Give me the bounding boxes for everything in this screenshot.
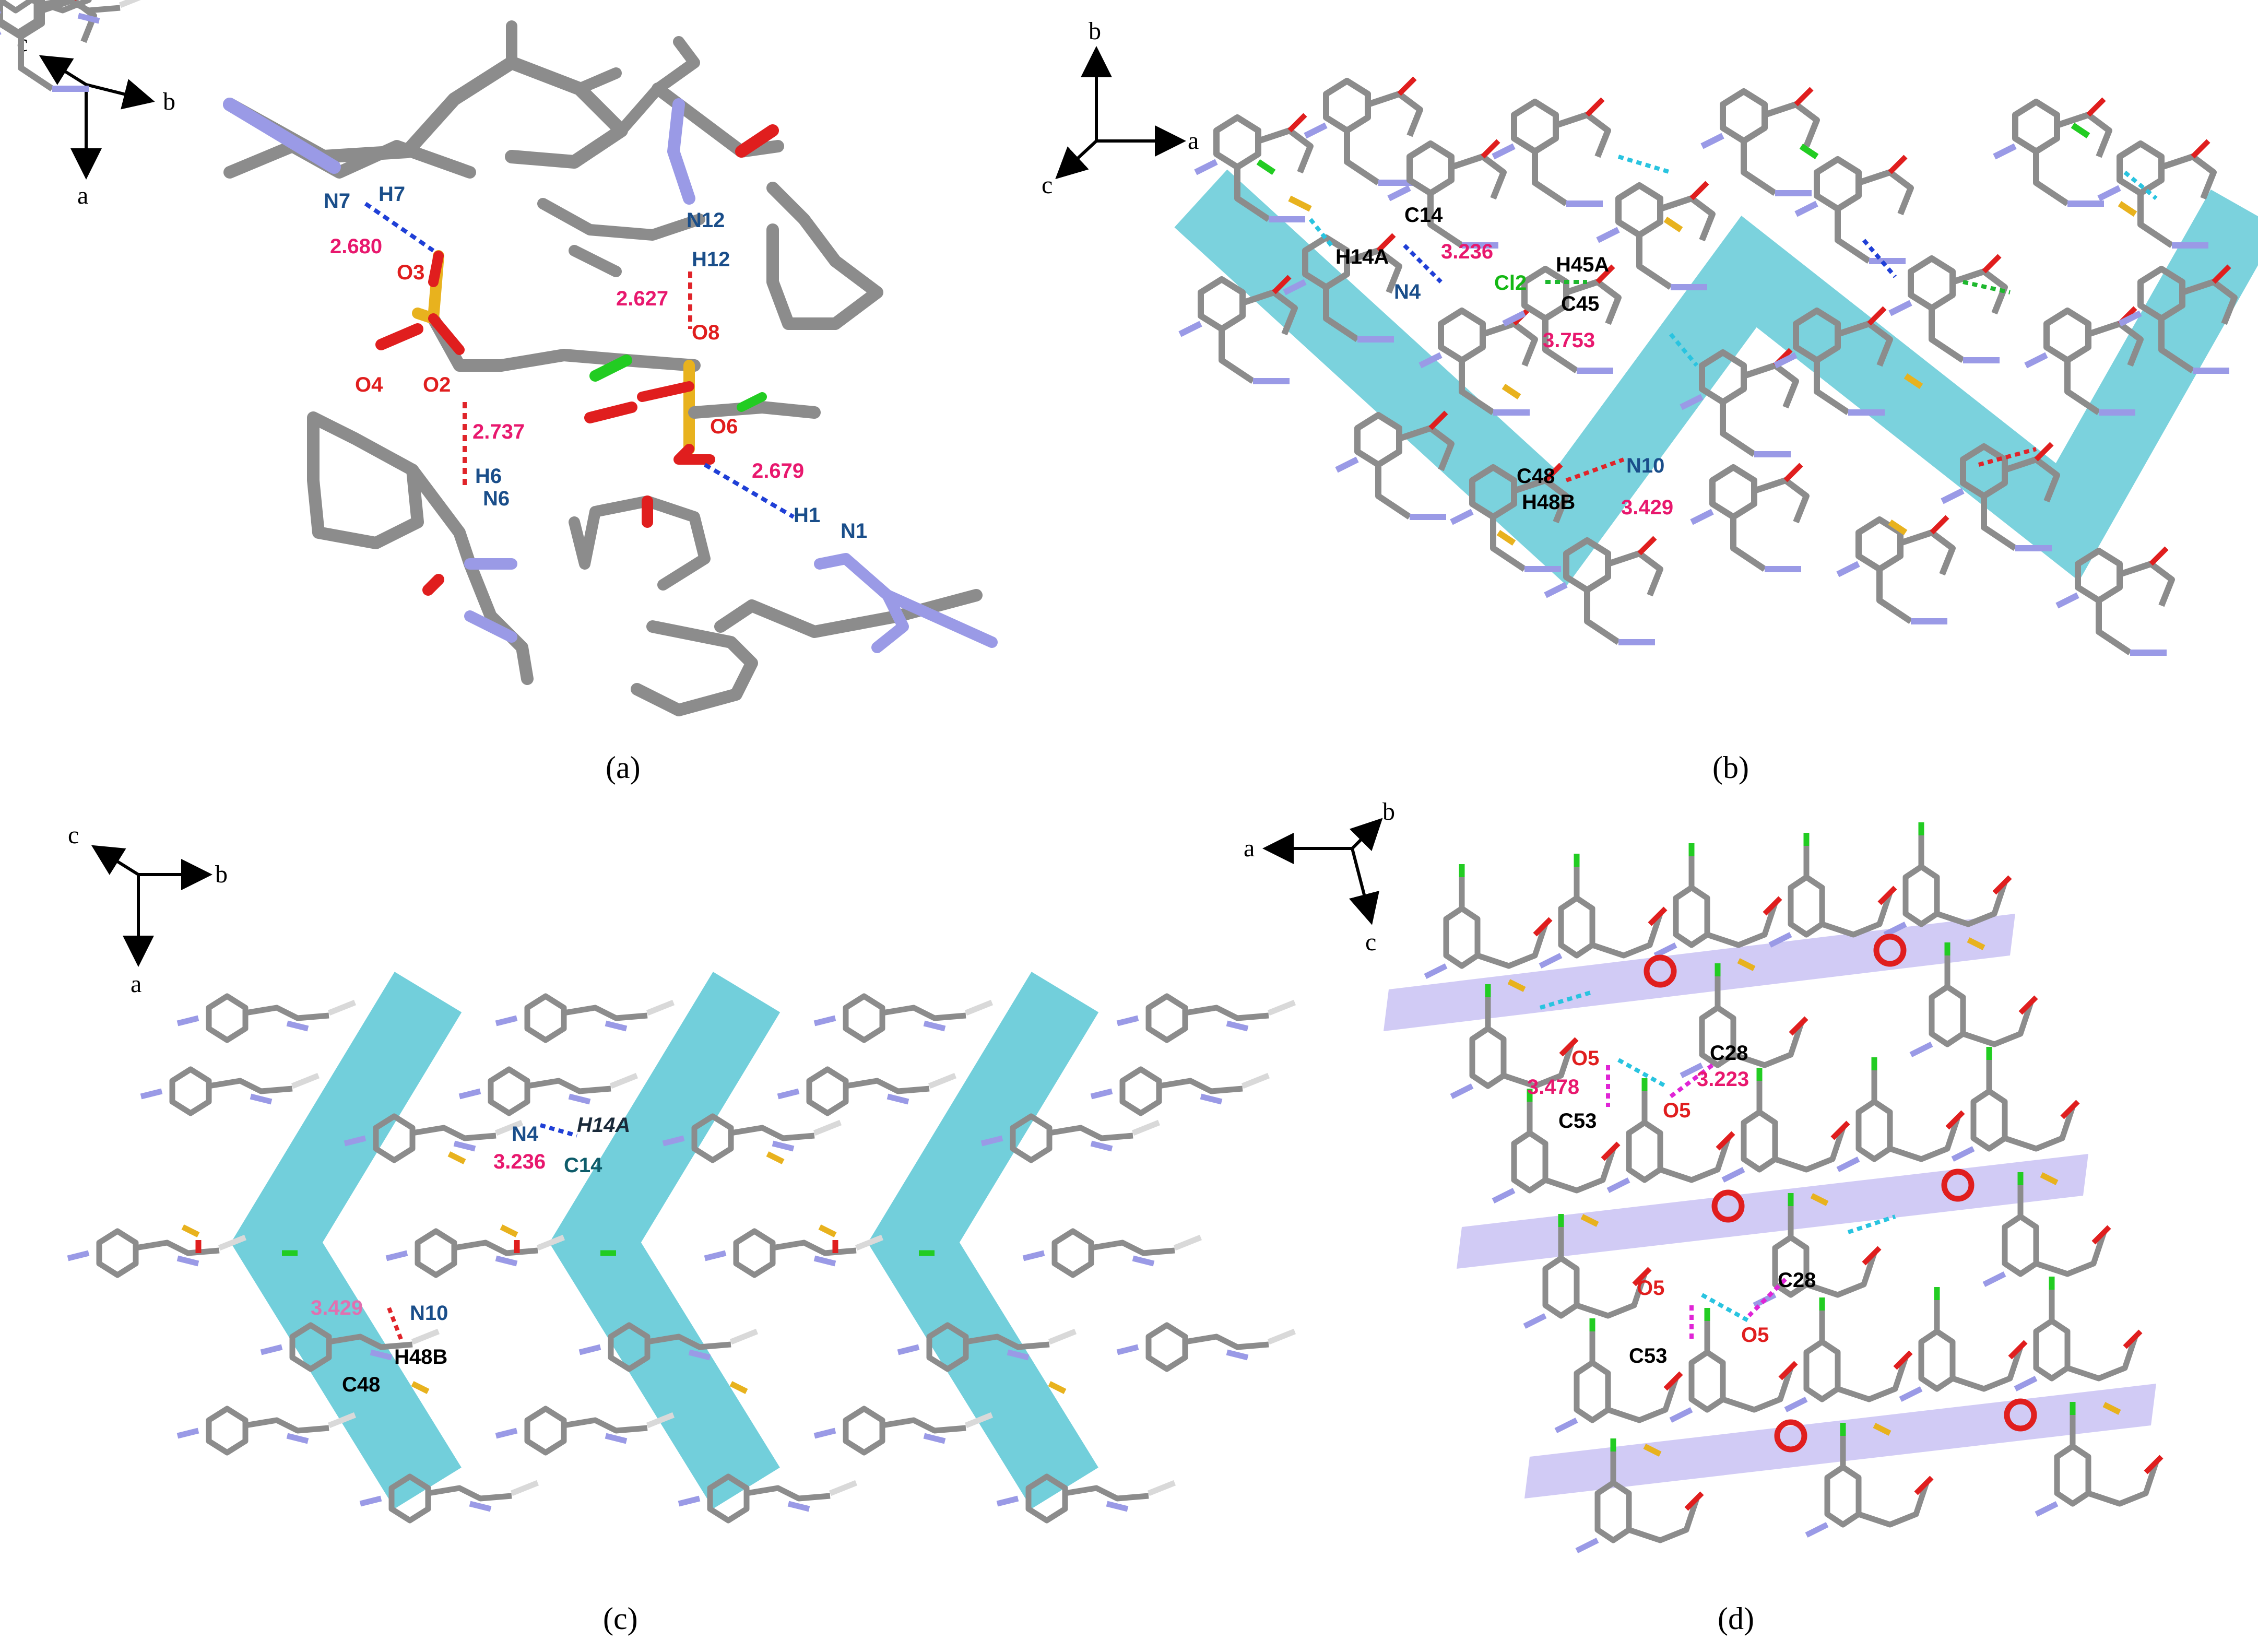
panel-a-molecules xyxy=(223,20,998,716)
label-C28: C28 xyxy=(1710,1042,1748,1065)
label-C53: C53 xyxy=(1558,1110,1597,1132)
label-N10: N10 xyxy=(1626,454,1664,477)
panel-b-axes xyxy=(1055,46,1186,180)
panel-d-contacts xyxy=(1539,990,1896,1342)
panel-a-hbonds xyxy=(364,202,795,519)
label-H48B: H48B xyxy=(394,1346,447,1368)
label-H7: H7 xyxy=(379,183,405,206)
label-C45: C45 xyxy=(1561,292,1599,315)
label-N4: N4 xyxy=(512,1123,539,1146)
distance-3429: 3.429 xyxy=(1621,496,1673,519)
axis-b-label: b xyxy=(1089,17,1101,45)
panel-c-chevrons xyxy=(231,972,1099,1509)
panel-c-tosylates xyxy=(181,1151,1067,1394)
caption-d: (d) xyxy=(1718,1601,1754,1636)
caption-a: (a) xyxy=(606,750,641,785)
label-C14: C14 xyxy=(564,1154,602,1177)
label-N10: N10 xyxy=(410,1302,448,1325)
panel-c-labels: N4 H14A 3.236 C14 3.429 N10 H48B C48 xyxy=(311,1114,630,1396)
label-H45A: H45A xyxy=(1556,253,1609,276)
label-C48: C48 xyxy=(1517,465,1555,488)
label-O3: O3 xyxy=(397,261,424,284)
panel-d-axes xyxy=(1262,818,1383,925)
label-O2: O2 xyxy=(423,373,451,396)
axis-b-label: b xyxy=(163,88,175,115)
panel-d-sulfonates xyxy=(1507,934,2121,1457)
label-N1: N1 xyxy=(841,520,867,542)
distance-3236: 3.236 xyxy=(1441,240,1493,263)
distance-3236: 3.236 xyxy=(493,1150,546,1173)
panel-c: c b a xyxy=(0,0,1295,1636)
distance-2627: 2.627 xyxy=(616,287,668,310)
axis-a-label: a xyxy=(131,970,141,998)
axis-a-label: a xyxy=(1188,127,1199,155)
axis-b-label: b xyxy=(1382,798,1395,825)
panel-b-lattice xyxy=(0,0,2235,653)
label-H1: H1 xyxy=(794,504,820,527)
label-H12: H12 xyxy=(692,248,730,271)
distance-2680: 2.680 xyxy=(330,235,382,258)
caption-c: (c) xyxy=(603,1601,638,1636)
panel-c-contacts xyxy=(387,1123,578,1343)
panel-d-lattice xyxy=(0,0,2161,1551)
axis-c-label: c xyxy=(68,821,79,849)
label-Cl2: Cl2 xyxy=(1494,272,1527,294)
panel-d: a b c xyxy=(0,0,2161,1636)
distance-3429: 3.429 xyxy=(311,1296,363,1319)
caption-b: (b) xyxy=(1712,750,1749,785)
panel-b-contacts xyxy=(1308,155,2158,482)
label-H14A: H14A xyxy=(1335,245,1389,268)
label-O4: O4 xyxy=(355,373,383,396)
label-C53: C53 xyxy=(1629,1344,1667,1367)
panel-a: c b a xyxy=(17,20,998,785)
distance-3753: 3.753 xyxy=(1543,329,1595,352)
label-N6: N6 xyxy=(483,487,510,510)
distance-2679: 2.679 xyxy=(752,459,804,482)
panel-d-labels: O5 C28 3.478 3.223 O5 C53 O5 C28 O5 C53 xyxy=(1527,1042,1816,1367)
axis-c-label: c xyxy=(1365,928,1376,956)
label-H14A: H14A xyxy=(577,1114,630,1137)
panel-b-tosylates xyxy=(1256,123,2137,546)
distance-3478: 3.478 xyxy=(1527,1076,1579,1099)
label-O5: O5 xyxy=(1571,1047,1599,1070)
label-O5: O5 xyxy=(1637,1277,1664,1300)
panel-a-axes xyxy=(39,55,155,180)
label-O8: O8 xyxy=(692,321,719,344)
axis-a-label: a xyxy=(77,182,88,209)
distance-3223: 3.223 xyxy=(1697,1068,1749,1091)
axis-a-label: a xyxy=(1244,834,1255,862)
label-H6: H6 xyxy=(475,465,502,488)
label-H48B: H48B xyxy=(1522,491,1575,514)
label-N12: N12 xyxy=(687,209,725,232)
panel-b: b a c xyxy=(0,0,2258,785)
label-C14: C14 xyxy=(1404,204,1443,227)
panel-a-labels: N7 H7 2.680 O3 N12 H12 2.627 O8 O4 O2 2.… xyxy=(324,183,867,542)
label-O6: O6 xyxy=(710,415,738,438)
panel-c-axes xyxy=(91,845,212,967)
label-N7: N7 xyxy=(324,190,350,213)
axis-b-label: b xyxy=(215,860,228,888)
label-O5: O5 xyxy=(1663,1099,1690,1122)
panel-d-layers xyxy=(1384,914,2156,1498)
panel-b-labels: C14 H14A 3.236 N4 Cl2 H45A C45 3.753 C48… xyxy=(1335,204,1673,519)
label-C28: C28 xyxy=(1778,1269,1816,1292)
label-N4: N4 xyxy=(1394,280,1421,303)
label-O5: O5 xyxy=(1741,1324,1769,1347)
label-C48: C48 xyxy=(342,1373,380,1396)
axis-c-label: c xyxy=(1042,171,1053,199)
distance-2737: 2.737 xyxy=(472,420,525,443)
